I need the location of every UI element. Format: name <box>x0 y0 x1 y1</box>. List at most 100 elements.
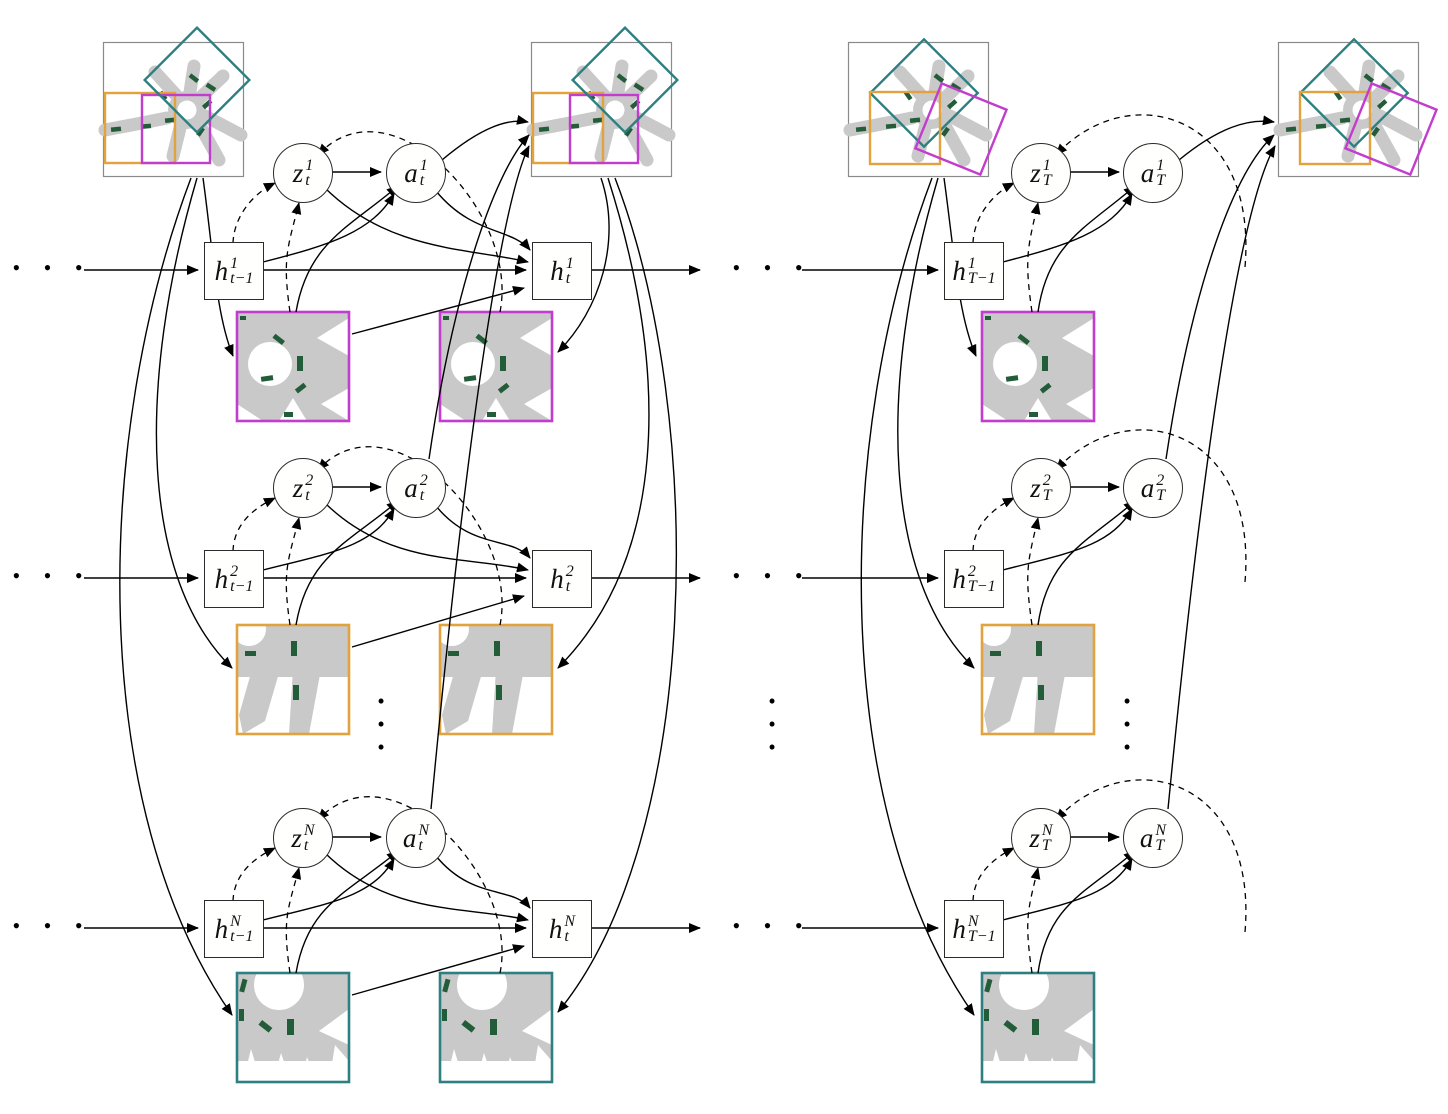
bbox-teal <box>868 37 980 149</box>
arrow-a-to-scene <box>428 134 530 460</box>
scene-image-t <box>531 25 680 178</box>
arrow-crop-to-z-dashed <box>1027 867 1041 974</box>
arrow-scene-to-crop <box>897 177 975 669</box>
bbox-orange <box>1298 90 1372 166</box>
arrow-a-to-h <box>435 190 531 251</box>
arrow-hprev-to-a <box>262 858 395 921</box>
arrow-a-to-scene <box>1165 134 1275 460</box>
arrow-crop-to-a <box>295 500 399 626</box>
crop-agentN-left <box>235 960 351 1084</box>
arrow-a-to-h <box>435 855 531 909</box>
arrow-hprev-to-z-dashed <box>972 497 1015 552</box>
ellipsis-agents-mid: • • • <box>768 689 776 759</box>
bbox-orange <box>103 91 177 165</box>
bbox-orange <box>531 91 605 165</box>
scene-image-t-minus-1 <box>103 25 252 178</box>
ellipsis-agents-left: • • • <box>377 689 385 759</box>
arrow-a-to-scene <box>1178 115 1275 161</box>
arrow-arc-to-z-dashed <box>317 446 503 626</box>
ellipsis-chain-right-2: • • • <box>732 563 812 588</box>
arrow-z-to-h <box>324 187 529 265</box>
arrow-scene-to-crop-left <box>155 177 233 669</box>
bbox-magenta <box>568 93 640 165</box>
arrow-crop-to-a <box>295 185 399 313</box>
arrow-z-to-h <box>324 502 529 573</box>
arrow-hprev-to-a <box>262 508 395 571</box>
arrow-z-to-h <box>324 852 529 923</box>
arrow-crop-to-h <box>351 286 525 335</box>
crop-agentN-T <box>980 960 1096 1084</box>
arrow-crop-to-z-dashed <box>285 202 302 313</box>
arrow-hprev-to-a <box>1002 858 1133 921</box>
arrow-crop-to-z-dashed <box>285 517 302 626</box>
arrow-crop-to-a <box>295 850 399 974</box>
ellipsis-chain-left-1: • • • <box>12 255 92 280</box>
arrows-right <box>802 114 1276 1016</box>
crop-agent1-right <box>438 310 554 423</box>
arrow-hprev-to-a <box>1002 193 1133 263</box>
arrow-hprev-to-z-dashed <box>232 847 276 902</box>
arrow-hprev-to-z-dashed <box>972 182 1015 244</box>
arrow-a-to-scene <box>441 114 529 161</box>
arrow-hprev-to-a <box>262 193 395 263</box>
crop-agentN-right <box>438 960 554 1084</box>
arrow-arc-to-z-dashed <box>1055 779 1247 933</box>
crop-agent2-left <box>232 612 351 736</box>
arrow-scene-to-crop-right <box>557 177 610 353</box>
arrow-crop-to-z-dashed <box>1027 517 1041 626</box>
arrow-a-to-scene <box>430 145 530 810</box>
arrow-scene-to-crop-right <box>557 177 650 669</box>
arrow-scene-to-crop-left <box>119 177 233 1016</box>
arrow-hprev-to-z-dashed <box>972 847 1015 902</box>
arrow-scene-to-crop-right <box>557 177 677 1013</box>
bbox-orange <box>868 90 942 166</box>
arrow-crop-to-a <box>1037 500 1136 626</box>
crop-agent2-T <box>977 612 1096 736</box>
arrow-crop-to-h <box>351 594 525 648</box>
arrow-crop-to-h <box>351 944 525 996</box>
scene-image-T-minus-1 <box>849 37 1009 178</box>
scene-image-T <box>1279 37 1439 178</box>
arrow-crop-to-a <box>1037 850 1136 974</box>
ellipsis-chain-left-N: • • • <box>12 913 92 938</box>
arrow-hprev-to-z-dashed <box>232 182 276 244</box>
bbox-teal <box>142 25 252 135</box>
ellipsis-chain-right-N: • • • <box>732 913 812 938</box>
arrow-arc-to-z-dashed <box>1055 114 1247 268</box>
crop-agent1-left <box>235 310 351 423</box>
bbox-magenta <box>913 81 1009 177</box>
arrow-scene-to-crop <box>860 177 975 1016</box>
crop-agent2-right <box>435 612 554 736</box>
arrow-a-to-h <box>435 505 531 559</box>
ellipsis-chain-left-2: • • • <box>12 563 92 588</box>
arrows-left <box>84 114 701 1016</box>
arrow-hprev-to-a <box>1002 508 1133 571</box>
bbox-teal <box>570 25 680 135</box>
ellipsis-chain-right-1: • • • <box>732 255 812 280</box>
arrow-crop-to-z-dashed <box>285 867 302 974</box>
bbox-magenta <box>1343 81 1439 177</box>
arrow-crop-to-a <box>1037 185 1136 313</box>
bbox-teal <box>1298 37 1410 149</box>
crop-agent1-T <box>980 310 1096 423</box>
arrow-crop-to-z-dashed <box>1027 202 1041 313</box>
arrow-a-to-scene <box>1167 145 1276 810</box>
